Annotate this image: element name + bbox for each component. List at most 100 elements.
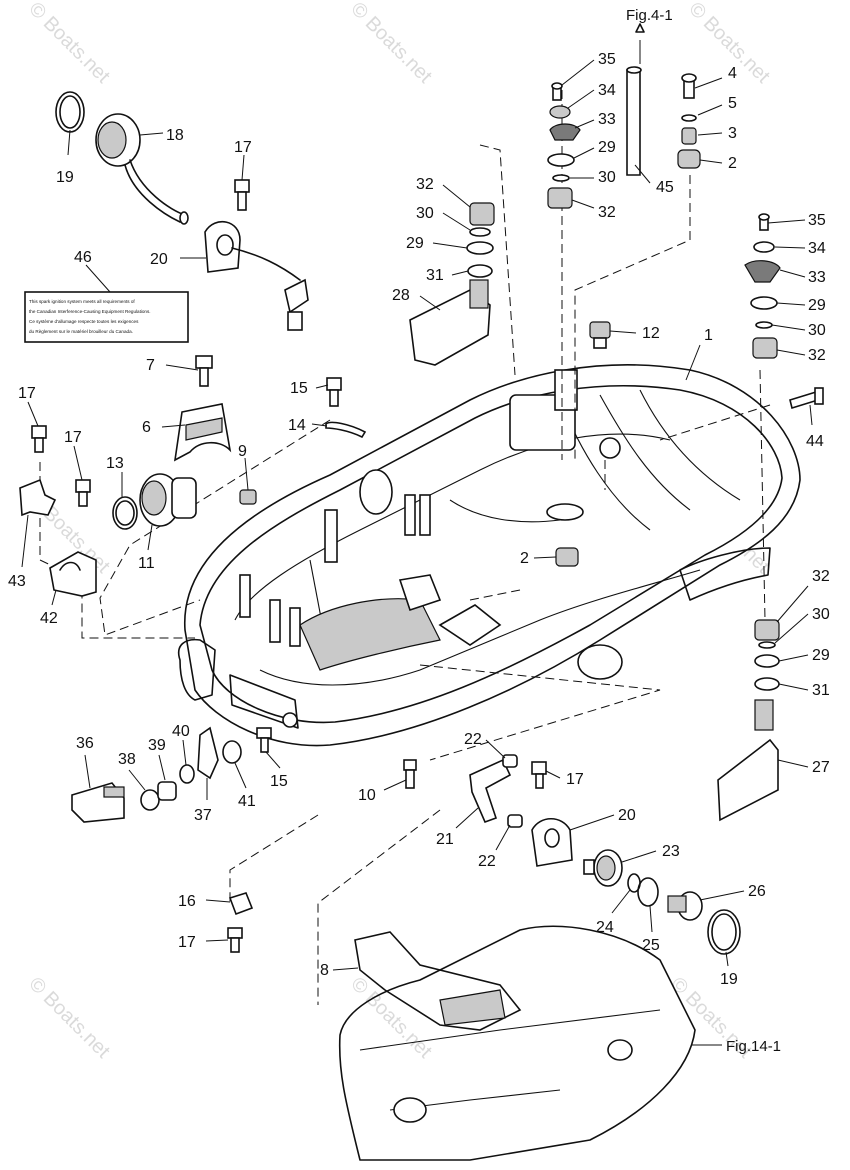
bolt-17-left-b (75, 479, 91, 507)
callout-31: 31 (812, 682, 830, 699)
callout-6: 6 (142, 419, 151, 436)
label-46-line: Ce système d'allumage respecte toutes le… (29, 319, 139, 324)
callout-9: 9 (238, 443, 247, 460)
lever-37 (197, 726, 219, 780)
grommet-stack-center (547, 82, 581, 209)
callout-30: 30 (808, 322, 826, 339)
clip-22-bottom (507, 814, 523, 828)
oring-19-left (55, 91, 85, 133)
watermark: © Boats.net (24, 0, 114, 88)
bracket-8 (354, 931, 522, 1031)
watermark: © Boats.net (24, 973, 114, 1063)
callout-7: 7 (146, 357, 155, 374)
cap-26 (667, 891, 703, 921)
callout-30: 30 (598, 169, 616, 186)
washer-40 (179, 764, 195, 784)
callout-20: 20 (150, 251, 168, 268)
plug-18 (95, 113, 189, 225)
callout-33: 33 (598, 111, 616, 128)
bracket-6 (173, 403, 232, 462)
bracket-20-bottom (531, 817, 573, 867)
bolt-7 (195, 355, 213, 387)
callout-31: 31 (426, 267, 444, 284)
callout-5: 5 (728, 95, 737, 112)
callout-16: 16 (178, 893, 196, 910)
callout-29: 29 (812, 647, 830, 664)
clip-16 (228, 892, 254, 916)
ring-25 (637, 877, 659, 907)
bolt-15-lower (256, 727, 272, 753)
callout-19: 19 (720, 971, 738, 988)
grommet-stack-right-mid (744, 213, 781, 359)
oring-19-right (707, 909, 741, 955)
callout-26: 26 (748, 883, 766, 900)
callout-1: 1 (704, 327, 713, 344)
clip-22-top (502, 754, 518, 768)
bolt-10 (403, 759, 417, 789)
collar-38 (140, 789, 160, 811)
grommet-2-lower (555, 547, 579, 567)
bolt-44 (789, 387, 824, 410)
clamp-13 (112, 496, 138, 530)
callout-13: 13 (106, 455, 124, 472)
callout-24: 24 (596, 919, 614, 936)
bracket-20-top (204, 220, 309, 331)
callout-3: 3 (728, 125, 737, 142)
callout-14: 14 (288, 417, 306, 434)
callout-34: 34 (598, 82, 616, 99)
callout-46: 46 (74, 249, 92, 266)
label-46-line: This spark ignition system meets all req… (29, 299, 135, 304)
callout-36: 36 (76, 735, 94, 752)
callout-29: 29 (406, 235, 424, 252)
callout-labels: 1 2 2 3 4 5 6 7 8 9 10 11 12 13 14 15 15… (8, 51, 830, 988)
warning-label-46: This spark ignition system meets all req… (24, 291, 189, 343)
callout-34: 34 (808, 240, 826, 257)
washer-41 (222, 740, 242, 764)
callout-29: 29 (598, 139, 616, 156)
callout-45: 45 (656, 179, 674, 196)
callout-29: 29 (808, 297, 826, 314)
callout-32: 32 (808, 347, 826, 364)
callout-33: 33 (808, 269, 826, 286)
figure-ref-bottom[interactable]: Fig.14-1 (726, 1038, 781, 1055)
bushing-39 (157, 781, 177, 801)
bolt-17-mid (531, 761, 547, 789)
leader-lines (21, 59, 813, 1046)
handle-27 (717, 699, 779, 822)
callout-39: 39 (148, 737, 166, 754)
callout-22: 22 (478, 853, 496, 870)
callout-11: 11 (138, 555, 155, 572)
callout-30: 30 (416, 205, 434, 222)
watermark: © Boats.net (346, 0, 436, 88)
callout-35: 35 (808, 212, 826, 229)
bolt-17-bottom (227, 927, 243, 953)
bracket-43 (19, 478, 57, 517)
bolt-15-top (326, 377, 342, 407)
callout-32: 32 (416, 176, 434, 193)
plug-23 (583, 849, 623, 887)
grommet-12 (589, 321, 611, 349)
callout-15: 15 (270, 773, 288, 790)
callout-44: 44 (806, 433, 824, 450)
bolt-17-left-a (31, 425, 47, 453)
callout-25: 25 (642, 937, 660, 954)
hose-21 (469, 758, 512, 824)
callout-30: 30 (812, 606, 830, 623)
callout-35: 35 (598, 51, 616, 68)
bottom-cowling (178, 364, 801, 747)
callout-17: 17 (18, 385, 36, 402)
callout-18: 18 (166, 127, 184, 144)
callout-17: 17 (64, 429, 82, 446)
figure-ref-top[interactable]: Fig.4-1 (626, 7, 673, 24)
callout-17: 17 (178, 934, 196, 951)
callout-40: 40 (172, 723, 190, 740)
callout-38: 38 (118, 751, 136, 768)
hose-45 (626, 23, 645, 176)
callout-37: 37 (194, 807, 212, 824)
callout-43: 43 (8, 573, 26, 590)
callout-42: 42 (40, 610, 58, 627)
callout-41: 41 (238, 793, 256, 810)
callout-22: 22 (464, 731, 482, 748)
strap-14 (325, 421, 367, 439)
